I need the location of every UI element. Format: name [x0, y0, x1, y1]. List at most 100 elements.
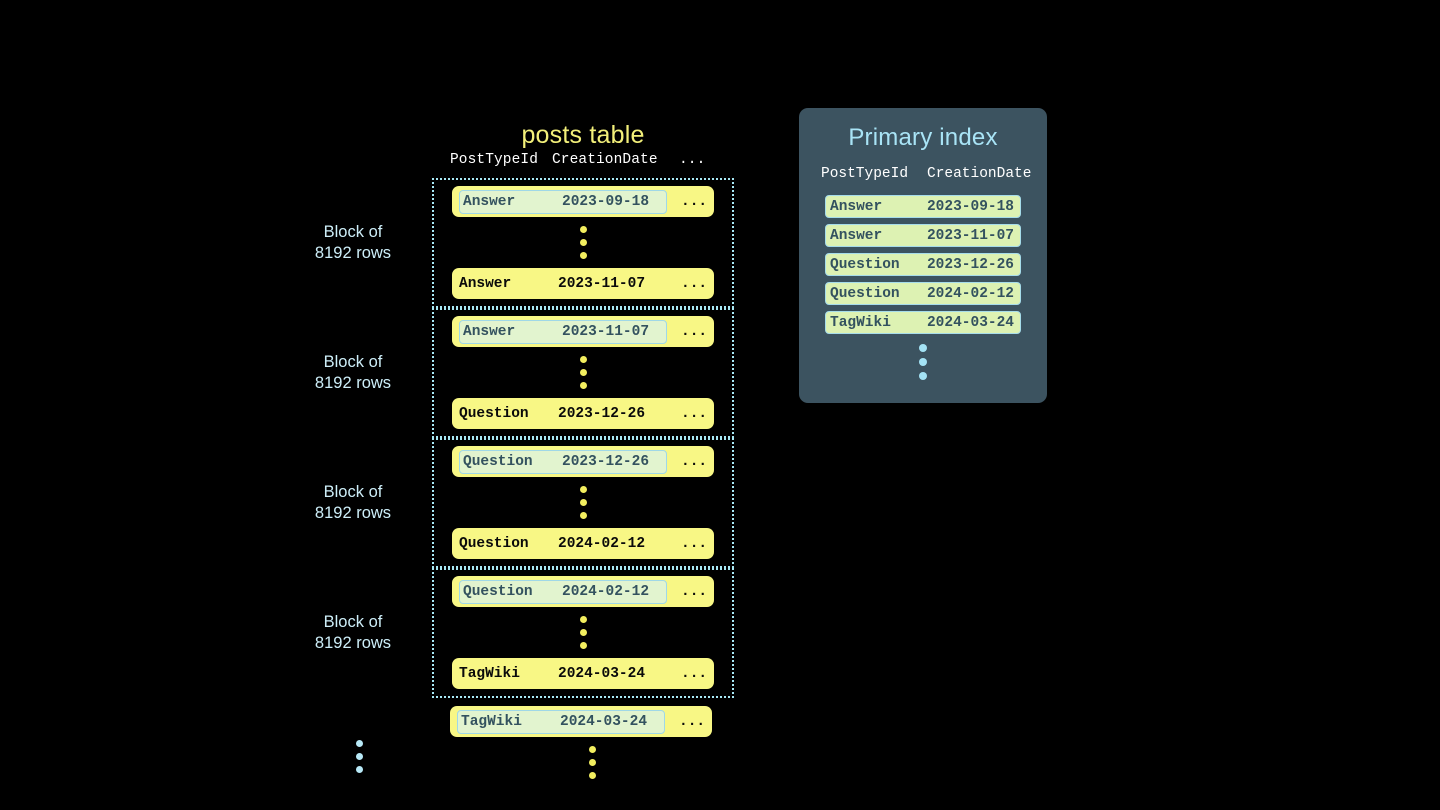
table-row: Question 2024-02-12 ...: [452, 576, 714, 607]
cell-posttypeid: Answer: [830, 198, 883, 215]
table-row: TagWiki 2024-03-24 ...: [450, 706, 712, 737]
cell-posttypeid: TagWiki: [461, 713, 522, 730]
ellipsis-dot: [579, 252, 587, 259]
cell-more: ...: [681, 583, 708, 600]
cell-creationdate: 2024-02-12: [562, 583, 650, 600]
posts-table-blocks: Block of 8192 rows Answer 2023-09-18 ...: [315, 178, 734, 698]
column-header-creationdate: CreationDate: [552, 152, 658, 168]
cell-posttypeid: Answer: [459, 275, 512, 292]
row-ellipsis: [434, 477, 732, 528]
row-highlight-box: Answer 2023-09-18: [459, 189, 667, 214]
cell-creationdate: 2023-12-26: [926, 256, 1014, 273]
cell-creationdate: 2023-11-07: [558, 275, 646, 292]
blocks-ellipsis: [356, 731, 363, 782]
index-row: TagWiki 2024-03-24: [825, 311, 1021, 334]
column-header-more: ...: [679, 152, 706, 168]
cell-creationdate: 2024-03-24: [560, 713, 648, 730]
table-tail: TagWiki 2024-03-24 ...: [356, 698, 734, 788]
ellipsis-dot: [579, 629, 587, 636]
cell-more: ...: [681, 193, 708, 210]
block-label: Block of 8192 rows: [314, 353, 392, 392]
cell-creationdate: 2024-02-12: [926, 285, 1014, 302]
ellipsis-dot: [588, 759, 596, 766]
cell-creationdate: 2023-11-07: [562, 323, 650, 340]
ellipsis-dot: [579, 239, 587, 246]
index-column-headers: PostTypeId CreationDate: [799, 166, 1047, 192]
index-rows: Answer 2023-09-18 Answer 2023-11-07 Ques…: [799, 195, 1047, 334]
ellipsis-dot: [579, 499, 587, 506]
cell-posttypeid: Answer: [830, 227, 883, 244]
cell-creationdate: 2024-03-24: [926, 314, 1014, 331]
ellipsis-dot: [579, 369, 587, 376]
posts-table-diagram: posts table PostTypeId CreationDate ... …: [315, 118, 734, 788]
row-highlight-box: Question 2023-12-26: [459, 449, 667, 474]
table-row: TagWiki 2024-03-24 ...: [452, 658, 714, 689]
ellipsis-dot: [579, 382, 587, 389]
table-row: Answer 2023-11-07 ...: [452, 268, 714, 299]
ellipsis-dot: [579, 226, 587, 233]
cell-posttypeid: Question: [459, 535, 529, 552]
index-row: Answer 2023-09-18: [825, 195, 1021, 218]
table-ellipsis: [450, 737, 734, 788]
ellipsis-dot: [579, 616, 587, 623]
row-highlight-box: TagWiki 2024-03-24: [457, 709, 665, 734]
primary-index-title: Primary index: [848, 124, 998, 151]
table-block: Block of 8192 rows Question 2024-02-12 .…: [315, 568, 734, 698]
table-row: Answer 2023-11-07 ...: [452, 316, 714, 347]
cell-creationdate: 2023-12-26: [558, 405, 646, 422]
table-row: Question 2024-02-12 ...: [452, 528, 714, 559]
table-row: Answer 2023-09-18 ...: [452, 186, 714, 217]
cell-more: ...: [681, 535, 708, 552]
index-ellipsis: [799, 344, 1047, 380]
cell-posttypeid: Question: [830, 285, 900, 302]
cell-creationdate: 2023-12-26: [562, 453, 650, 470]
row-cells: Question 2023-12-26: [459, 402, 659, 426]
cell-more: ...: [681, 665, 708, 682]
row-highlight-box: Question 2024-02-12: [459, 579, 667, 604]
row-cells: TagWiki 2024-03-24: [459, 662, 659, 686]
ellipsis-dot: [356, 740, 363, 747]
cell-more: ...: [681, 453, 708, 470]
cell-creationdate: 2023-11-07: [926, 227, 1014, 244]
index-column-header-posttypeid: PostTypeId: [821, 166, 909, 182]
ellipsis-dot: [919, 358, 927, 366]
cell-posttypeid: Question: [463, 583, 533, 600]
ellipsis-dot: [579, 512, 587, 519]
ellipsis-dot: [356, 753, 363, 760]
index-row: Question 2023-12-26: [825, 253, 1021, 276]
cell-posttypeid: TagWiki: [830, 314, 891, 331]
table-block: Block of 8192 rows Answer 2023-09-18 ...: [315, 178, 734, 308]
cell-more: ...: [681, 323, 708, 340]
cell-posttypeid: Question: [459, 405, 529, 422]
table-block: Block of 8192 rows Answer 2023-11-07 ...: [315, 308, 734, 438]
cell-posttypeid: Answer: [463, 323, 516, 340]
ellipsis-dot: [588, 746, 596, 753]
ellipsis-dot: [919, 372, 927, 380]
row-ellipsis: [434, 607, 732, 658]
posts-table-column-headers: PostTypeId CreationDate ...: [432, 152, 734, 178]
index-row: Question 2024-02-12: [825, 282, 1021, 305]
ellipsis-dot: [588, 772, 596, 779]
cell-creationdate: 2023-09-18: [562, 193, 650, 210]
row-ellipsis: [434, 347, 732, 398]
cell-more: ...: [679, 713, 706, 730]
ellipsis-dot: [356, 766, 363, 773]
row-cells: Question 2024-02-12: [459, 532, 659, 556]
row-ellipsis: [434, 217, 732, 268]
cell-creationdate: 2023-09-18: [926, 198, 1014, 215]
block-label: Block of 8192 rows: [314, 483, 392, 522]
primary-index-panel: Primary index PostTypeId CreationDate An…: [799, 108, 1047, 403]
block-label: Block of 8192 rows: [314, 223, 392, 262]
posts-table-title: posts table: [521, 121, 645, 149]
table-row: Question 2023-12-26 ...: [452, 398, 714, 429]
cell-creationdate: 2024-03-24: [558, 665, 646, 682]
row-cells: Answer 2023-11-07: [459, 272, 659, 296]
table-block: Block of 8192 rows Question 2023-12-26 .…: [315, 438, 734, 568]
ellipsis-dot: [579, 356, 587, 363]
cell-more: ...: [681, 405, 708, 422]
cell-posttypeid: TagWiki: [459, 665, 520, 682]
block-label: Block of 8192 rows: [314, 613, 392, 652]
ellipsis-dot: [579, 642, 587, 649]
cell-posttypeid: Answer: [463, 193, 516, 210]
